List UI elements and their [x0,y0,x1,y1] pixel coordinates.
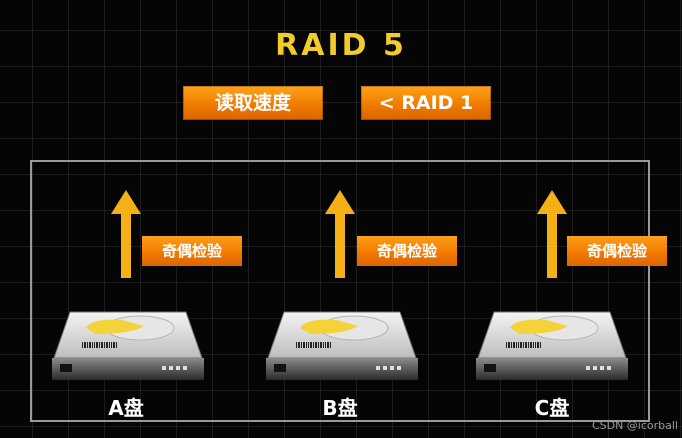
up-arrow-icon [537,190,567,278]
up-arrow-icon [111,190,141,278]
watermark: CSDN @icorball [591,419,678,432]
up-arrow-icon [325,190,355,278]
parity-check-label-c: 奇偶检验 [567,236,667,266]
hard-disk-icon [476,311,628,380]
hard-disk-icon [52,311,204,380]
parity-check-label-a: 奇偶检验 [142,236,242,266]
read-speed-tag: 读取速度 [183,86,323,120]
disk-label-c: C盘 [534,396,570,420]
disk-array-frame [30,160,650,422]
diagram-title: RAID 5 [275,28,407,63]
comparison-tag: < RAID 1 [361,86,491,120]
disk-label-b: B盘 [322,396,358,420]
parity-check-label-b: 奇偶检验 [357,236,457,266]
hard-disk-icon [266,311,418,380]
disk-label-a: A盘 [108,396,144,420]
